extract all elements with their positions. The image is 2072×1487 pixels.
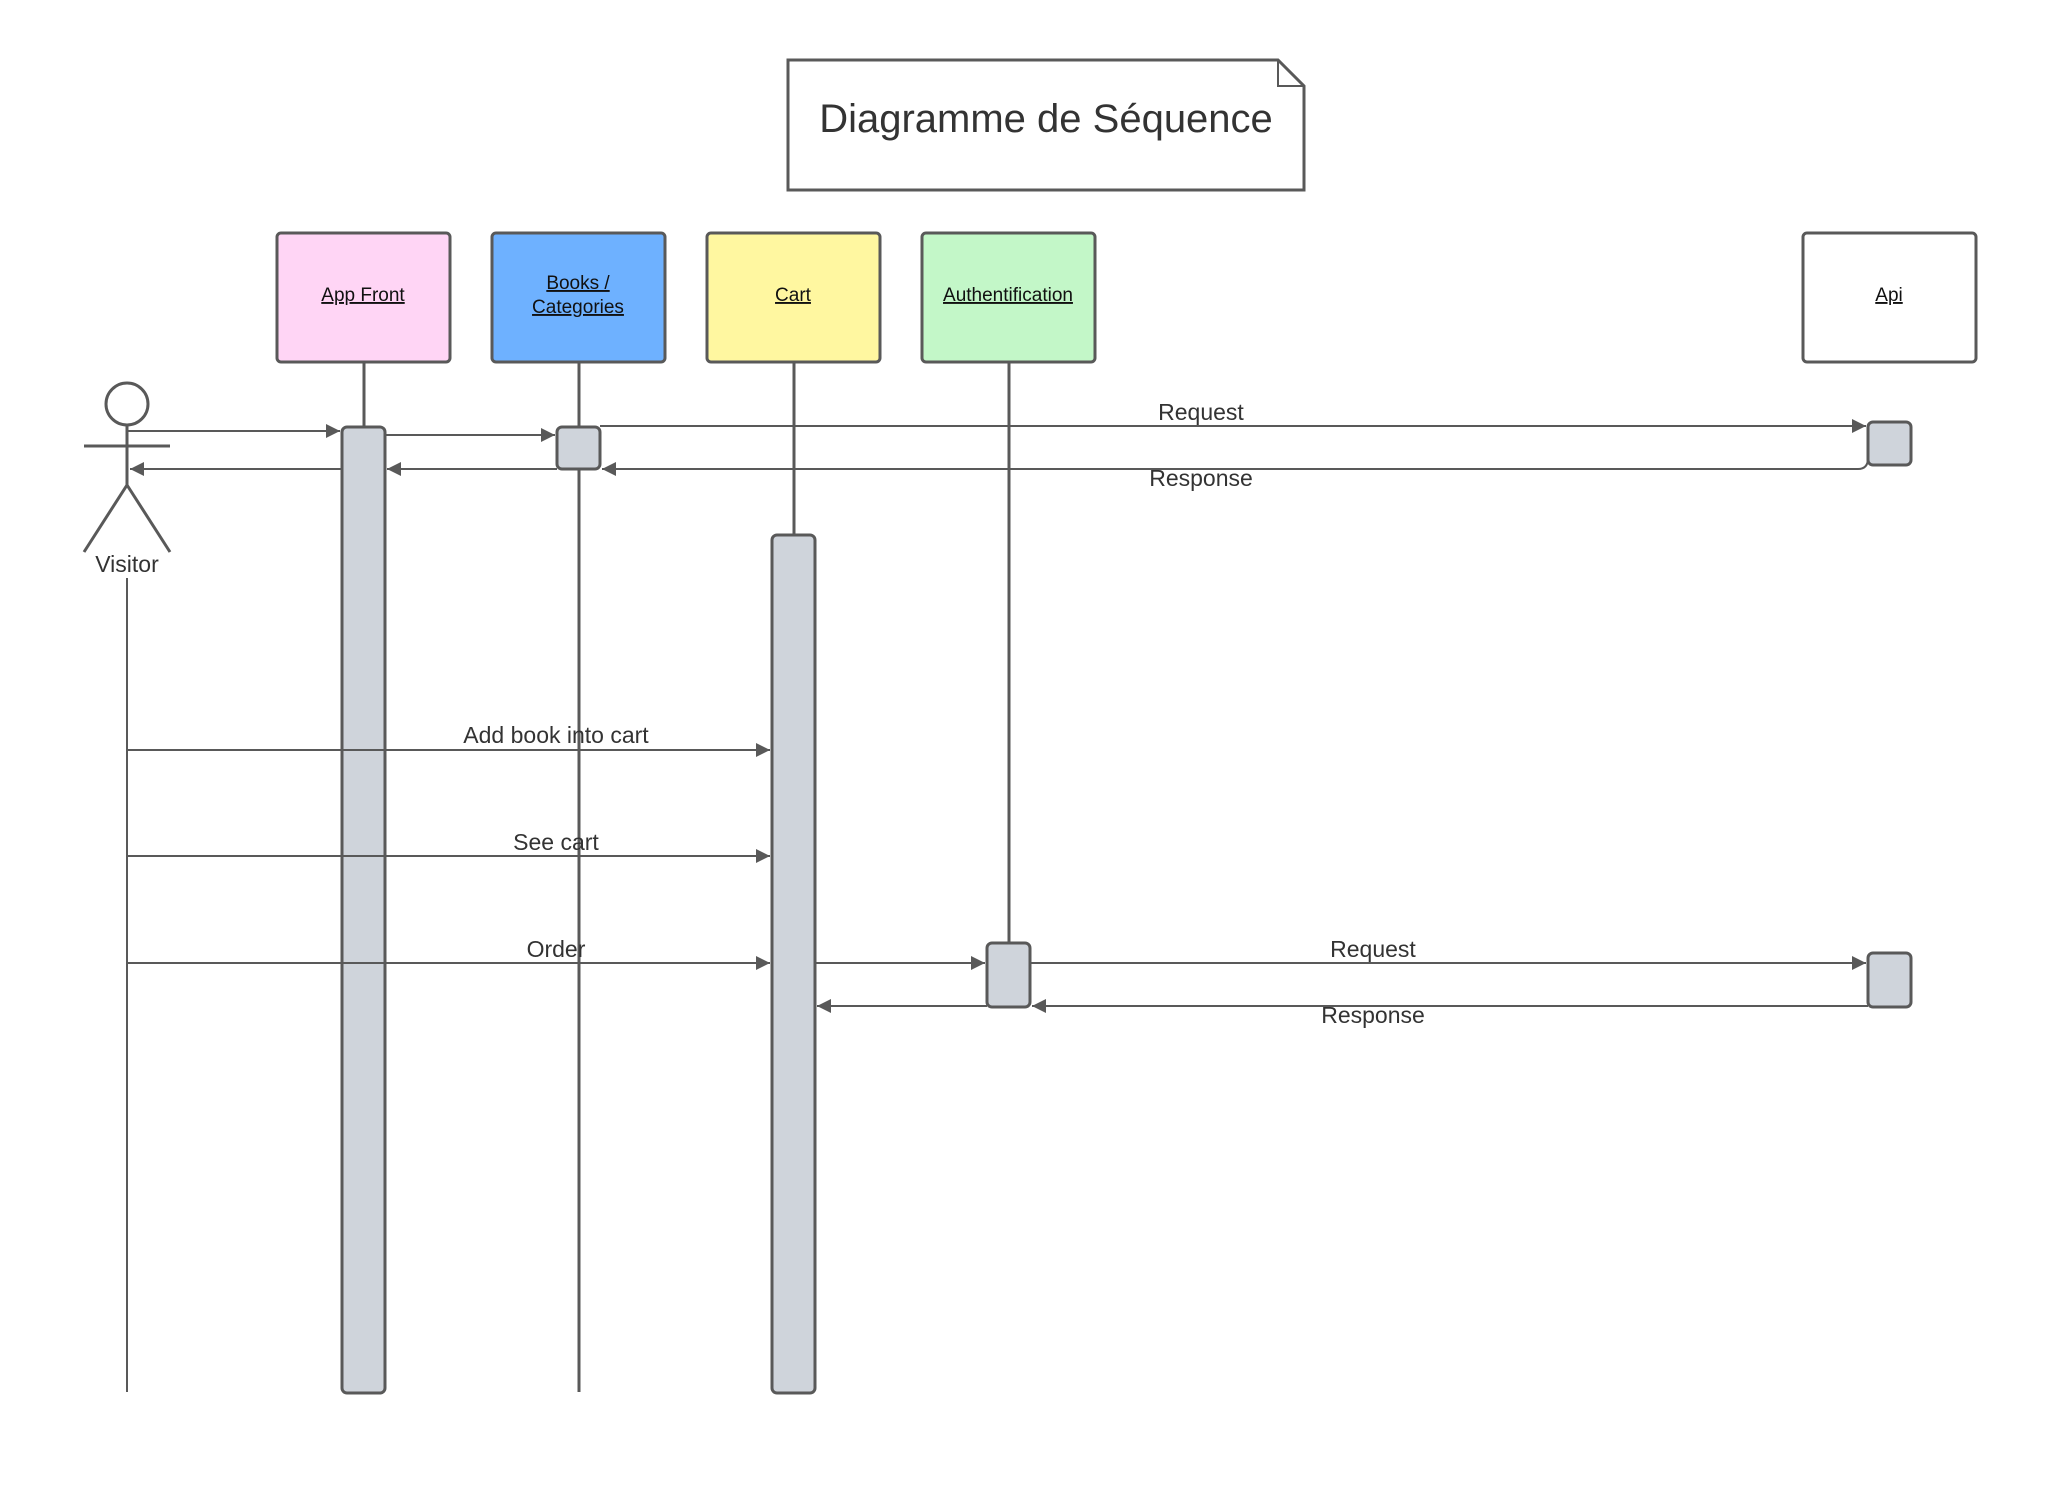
lifeline-books-categories: Books / Categories <box>490 231 667 364</box>
lifeline-label-authentification: Authentification <box>943 285 1073 306</box>
lifeline-api: Api <box>1801 231 1978 364</box>
lifeline-label-cart: Cart <box>775 285 812 306</box>
activation-books-categories <box>555 425 602 471</box>
lifeline-label-app-front: App Front <box>321 285 405 306</box>
msg-books-response <box>602 457 1869 476</box>
activation-api-2 <box>1866 951 1913 1009</box>
msg-label-add-book: Add book into cart <box>463 722 649 748</box>
lifeline-box-cart <box>705 231 882 364</box>
lifeline-label-categories: Categories <box>532 297 624 318</box>
activation-api-1 <box>1866 420 1913 467</box>
message-labels: Request Response Add book into cart See … <box>463 399 1424 1028</box>
lifeline-cart: Cart <box>705 231 882 364</box>
msg-label-books-response: Response <box>1149 465 1253 491</box>
lifeline-label-books: Books / <box>546 273 610 294</box>
activations <box>340 420 1913 1395</box>
actor-label: Visitor <box>95 551 159 577</box>
lifeline-box-books-categories <box>490 231 667 364</box>
title-note: Diagramme de Séquence <box>786 58 1306 192</box>
activation-app-front <box>340 425 387 1395</box>
lifeline-lines <box>126 362 1011 1392</box>
msg-label-auth-request: Request <box>1330 936 1416 962</box>
messages <box>127 419 1869 1013</box>
msg-label-auth-response: Response <box>1321 1002 1425 1028</box>
actor-leg-right <box>125 484 172 553</box>
title-note-fold <box>1277 60 1304 87</box>
activation-authentification <box>985 941 1032 1009</box>
lifeline-heads: App Front Books / Categories Cart Authen… <box>275 231 1978 364</box>
lifeline-box-authentification <box>920 231 1097 364</box>
lifeline-label-api: Api <box>1875 285 1902 306</box>
actor-visitor <box>82 381 172 553</box>
title-note-shape <box>786 58 1306 192</box>
lifeline-box-app-front <box>275 231 452 364</box>
lifeline-authentification: Authentification <box>920 231 1097 364</box>
activation-cart <box>770 533 817 1395</box>
actor-leg-left <box>82 484 129 553</box>
msg-label-books-request: Request <box>1158 399 1244 425</box>
msg-label-order: Order <box>527 936 586 962</box>
actor-head <box>104 381 150 427</box>
lifeline-app-front: App Front <box>275 231 452 364</box>
diagram-title: Diagramme de Séquence <box>819 97 1273 141</box>
msg-label-see-cart: See cart <box>513 829 599 855</box>
lifeline-box-api <box>1801 231 1978 364</box>
